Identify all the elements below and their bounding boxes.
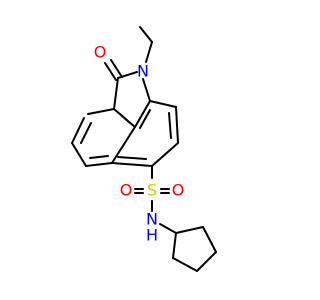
bond-c5a-to-c8b [111,126,136,164]
bond-carbonyl-double-1 [104,62,117,81]
bond-cp-c1-c2 [175,226,204,234]
atom-label-sulfonamide-nitrogen: N [146,210,158,229]
bond-carbonyl-to-c2a [113,77,119,110]
atom-label-sulfonyl-sulfur: S [147,181,157,200]
bond-c8b-to-c8a [134,100,151,128]
bond-c2a-to-c3 [87,108,115,115]
bond-c7-to-c6 [151,142,179,167]
atom-label-sulfonyl-oxygen-left: O [120,181,133,200]
bond-c6-c5a-inner [117,156,147,160]
bond-carbonyl-double-2 [110,59,123,78]
atom-labels: O N S O O N H [94,43,185,245]
bond-cp-c4-c5 [172,257,198,272]
bond-c3-to-c4-double [71,117,85,144]
bond-c3-c4-inner [80,122,92,144]
atom-label-sulfonyl-oxygen-right: O [172,181,185,200]
bond-cp-c2-c3 [202,226,217,253]
bond-c5-to-c5a-double [85,162,113,167]
bonds [71,26,217,272]
bond-ethyl-ch2-to-ch3 [139,26,153,43]
bond-nitrogen-to-cyclopentyl [159,223,177,234]
atom-label-carbonyl-oxygen: O [94,43,107,62]
bond-c2a-c8b-inner [119,113,131,124]
atom-label-sulfonamide-hydrogen: H [146,226,158,245]
bond-c8-c7-inner [168,112,172,139]
bond-c8a-to-c8 [149,100,177,108]
bond-cp-c5-c1 [172,232,177,259]
bond-carbonyl-to-nitrogen [117,71,138,79]
atom-label-ring-nitrogen: N [137,62,149,81]
canvas-background [0,0,300,300]
bond-nitrogen-to-ethyl-ch2 [145,41,153,63]
bond-c6-to-c5a [111,162,153,167]
bond-nitrogen-to-c8a [142,78,151,102]
bond-cp-c3-c4 [196,251,217,272]
bond-c5-c5a-inner [89,155,109,159]
bond-c8-to-c7 [175,106,179,144]
chemical-structure-diagram: O N S O O N H [0,0,300,300]
bond-c8b-c8a-inner [139,109,151,129]
bond-c4-to-c5 [71,142,87,167]
